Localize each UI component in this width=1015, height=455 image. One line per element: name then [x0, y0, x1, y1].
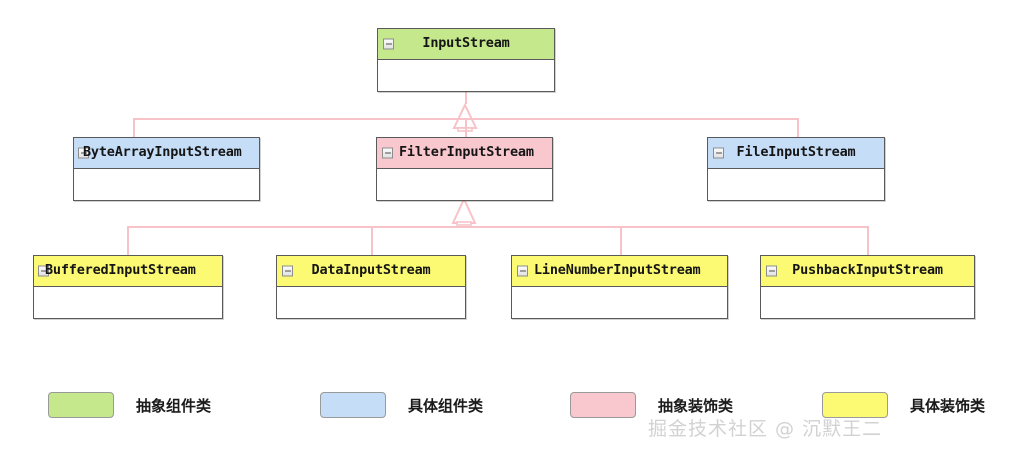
- class-name-line-number-input-stream: LineNumberInputStream: [534, 262, 701, 279]
- legend-abstract-component: 抽象组件类: [48, 392, 211, 418]
- class-members-byte-array-input-stream: [74, 169, 259, 200]
- edge-riser-linenumber: [620, 226, 622, 255]
- legend-label-concrete-component: 具体组件类: [408, 396, 484, 415]
- minus-collapse-icon[interactable]: [383, 38, 394, 50]
- edge-inputstream-stem: [465, 92, 467, 104]
- class-box-line-number-input-stream[interactable]: LineNumberInputStream: [511, 255, 728, 319]
- class-name-byte-array-input-stream: ByteArrayInputStream: [83, 144, 242, 161]
- legend-swatch-concrete-component: [320, 392, 386, 418]
- legend-label-abstract-decorator: 抽象装饰类: [658, 396, 734, 415]
- legend-swatch-abstract-component: [48, 392, 114, 418]
- class-box-buffered-input-stream[interactable]: BufferedInputStream: [33, 255, 223, 319]
- class-title-buffered-input-stream: BufferedInputStream: [34, 256, 222, 287]
- minus-collapse-icon[interactable]: [78, 147, 89, 159]
- class-box-byte-array-input-stream[interactable]: ByteArrayInputStream: [73, 137, 260, 201]
- class-title-input-stream: InputStream: [378, 29, 554, 60]
- class-members-pushback-input-stream: [761, 287, 974, 318]
- class-name-file-input-stream: FileInputStream: [736, 144, 856, 161]
- class-members-filter-input-stream: [377, 169, 552, 200]
- edge-riser-buffered: [127, 226, 129, 255]
- minus-collapse-icon[interactable]: [517, 265, 528, 277]
- minus-collapse-icon[interactable]: [766, 265, 777, 277]
- class-name-input-stream: InputStream: [422, 35, 510, 52]
- minus-collapse-icon[interactable]: [382, 147, 393, 159]
- legend-concrete-decorator: 具体装饰类: [822, 392, 985, 418]
- edge-riser-data: [371, 226, 373, 255]
- minus-collapse-icon[interactable]: [713, 147, 724, 159]
- legend-label-concrete-decorator: 具体装饰类: [910, 396, 986, 415]
- watermark-text: 掘金技术社区 @ 沉默王二: [648, 418, 883, 440]
- class-name-data-input-stream: DataInputStream: [311, 262, 431, 279]
- class-members-buffered-input-stream: [34, 287, 222, 318]
- legend-concrete-component: 具体组件类: [320, 392, 483, 418]
- class-box-filter-input-stream[interactable]: FilterInputStream: [376, 137, 553, 201]
- edge-riser-bytearray: [133, 118, 135, 137]
- class-title-file-input-stream: FileInputStream: [708, 138, 884, 169]
- minus-collapse-icon[interactable]: [282, 265, 293, 277]
- edge-riser-file: [797, 118, 799, 137]
- minus-collapse-icon[interactable]: [38, 265, 49, 277]
- legend-abstract-decorator: 抽象装饰类: [570, 392, 733, 418]
- class-name-filter-input-stream: FilterInputStream: [399, 144, 534, 161]
- class-title-pushback-input-stream: PushbackInputStream: [761, 256, 974, 287]
- class-title-byte-array-input-stream: ByteArrayInputStream: [74, 138, 259, 169]
- class-members-input-stream: [378, 60, 554, 91]
- legend-label-abstract-component: 抽象组件类: [136, 396, 212, 415]
- edge-riser-pushback: [867, 226, 869, 255]
- class-title-line-number-input-stream: LineNumberInputStream: [512, 256, 727, 287]
- class-box-pushback-input-stream[interactable]: PushbackInputStream: [760, 255, 975, 319]
- class-name-buffered-input-stream: BufferedInputStream: [45, 262, 196, 279]
- class-name-pushback-input-stream: PushbackInputStream: [792, 262, 943, 279]
- class-members-line-number-input-stream: [512, 287, 727, 318]
- legend-swatch-abstract-decorator: [570, 392, 636, 418]
- class-title-filter-input-stream: FilterInputStream: [377, 138, 552, 169]
- class-box-input-stream[interactable]: InputStream: [377, 28, 555, 92]
- edge-riser-filter: [465, 118, 467, 137]
- class-members-data-input-stream: [277, 287, 465, 318]
- class-box-data-input-stream[interactable]: DataInputStream: [276, 255, 466, 319]
- edge-bus-level2: [127, 226, 868, 228]
- class-members-file-input-stream: [708, 169, 884, 200]
- class-title-data-input-stream: DataInputStream: [277, 256, 465, 287]
- class-box-file-input-stream[interactable]: FileInputStream: [707, 137, 885, 201]
- legend-swatch-concrete-decorator: [822, 392, 888, 418]
